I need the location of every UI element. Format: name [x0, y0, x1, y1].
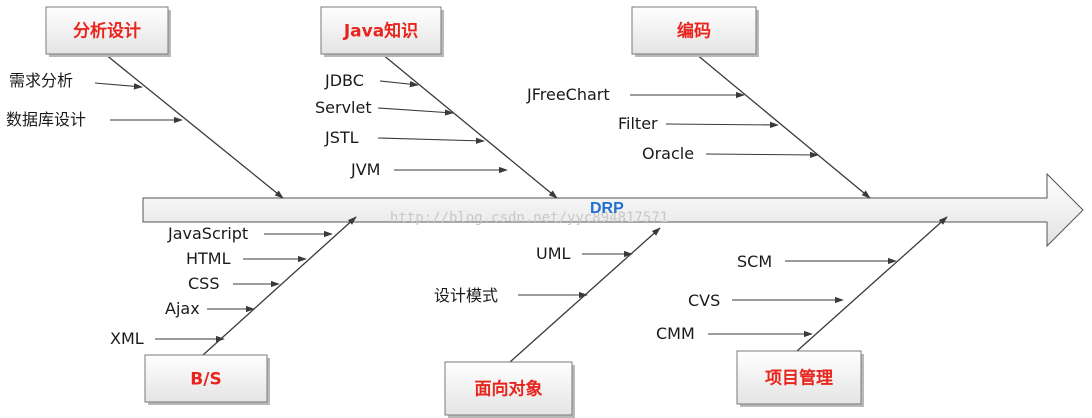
item-arrow	[379, 80, 419, 88]
cause-item: CSS	[188, 274, 219, 293]
cause-item: JDBC	[324, 71, 364, 90]
cause-item: UML	[536, 244, 571, 263]
category-box	[631, 6, 757, 55]
cause-item: Oracle	[642, 144, 694, 163]
cause-item: CVS	[688, 291, 720, 310]
cause-item: HTML	[186, 249, 231, 268]
cause-item: JVM	[350, 160, 380, 179]
category-label: Java知识	[343, 21, 418, 42]
cause-item: 设计模式	[434, 286, 498, 305]
category-box	[45, 6, 169, 55]
bone-pm	[796, 216, 948, 352]
category-box	[444, 361, 573, 416]
item-arrow	[665, 121, 779, 129]
cause-item: JSTL	[324, 128, 359, 147]
category-label: 面向对象	[475, 379, 543, 400]
cause-item: JavaScript	[167, 224, 248, 243]
bone-analysis	[104, 53, 284, 199]
category-box	[320, 6, 442, 55]
cause-item: JFreeChart	[526, 85, 610, 104]
cause-item: Filter	[618, 114, 658, 133]
category-label: B/S	[190, 370, 221, 390]
bone-java	[381, 53, 558, 199]
cause-item: Servlet	[315, 98, 372, 117]
cause-item: Ajax	[165, 299, 200, 318]
category-label: 项目管理	[765, 368, 833, 389]
item-arrow	[705, 151, 819, 159]
bone-coding	[695, 53, 871, 199]
category-oo: 面向对象 UML 设计模式	[434, 227, 661, 418]
cause-item: XML	[110, 329, 144, 348]
spine-label: DRP	[590, 200, 624, 217]
watermark: http://blog.csdn.net/yyc894817571	[390, 210, 668, 226]
item-arrow	[94, 82, 143, 90]
item-arrow	[377, 107, 454, 116]
cause-item: CMM	[656, 324, 695, 343]
category-label: 编码	[677, 21, 711, 42]
spine-arrow	[142, 172, 1084, 248]
cause-item: SCM	[737, 252, 772, 271]
category-label: 分析设计	[73, 21, 141, 42]
category-pm: 项目管理 SCM CVS CMM	[656, 216, 948, 407]
cause-item: 数据库设计	[6, 110, 86, 129]
cause-item: 需求分析	[9, 71, 73, 90]
category-box	[144, 354, 268, 403]
item-arrow	[377, 137, 485, 144]
category-box	[736, 350, 862, 405]
